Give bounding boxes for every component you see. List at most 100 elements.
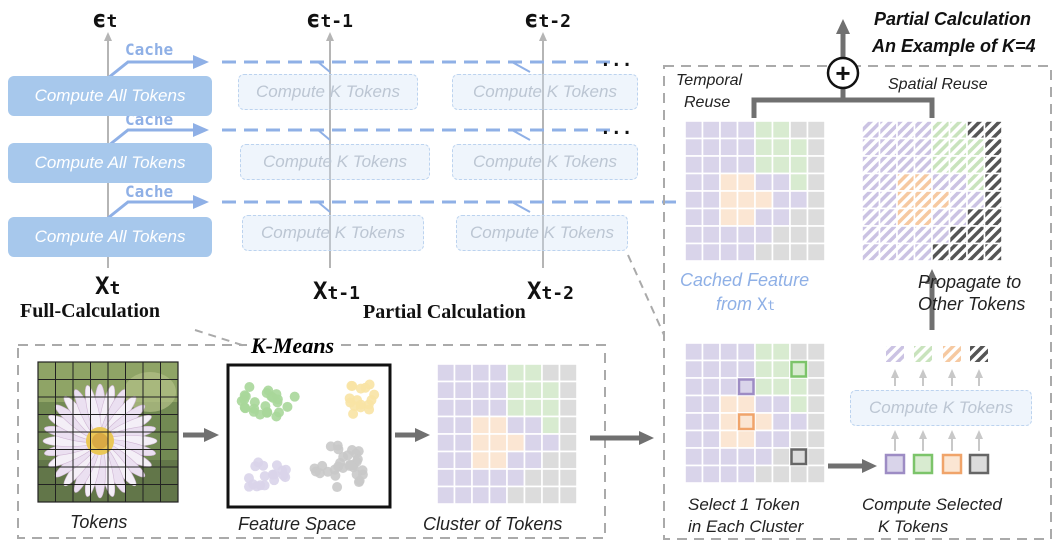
grid-cell <box>736 342 756 362</box>
cached-from: from <box>716 294 752 314</box>
grid-cell <box>541 485 561 505</box>
grid-cell <box>806 412 826 432</box>
grid-cell <box>719 429 739 449</box>
grid-cell <box>806 242 826 262</box>
cached-feature-grid <box>684 120 826 262</box>
grid-cell <box>736 120 756 140</box>
grid-cell <box>701 342 721 362</box>
grid-cell <box>558 485 578 505</box>
grid-cell <box>771 464 791 484</box>
grid-cell <box>719 464 739 484</box>
grid-cell <box>754 394 774 414</box>
eps-t-label: ϵt <box>92 5 117 33</box>
grid-cell <box>789 225 809 245</box>
grid-cell <box>523 363 543 383</box>
feature-point <box>352 454 363 465</box>
feature-point <box>240 403 251 414</box>
grid-cell <box>983 207 1003 227</box>
grid-cell <box>736 429 756 449</box>
grid-cell <box>719 120 739 140</box>
select-token-grid <box>684 342 826 484</box>
panel-title-line2: An Example of K=4 <box>872 36 1036 56</box>
grid-cell <box>789 120 809 140</box>
grid-cell <box>771 447 791 467</box>
compute-k-box-panel: Compute K Tokens <box>850 390 1032 426</box>
grid-cell <box>436 398 456 418</box>
grid-cell <box>983 242 1003 262</box>
cached-feature-line1: Cached Feature <box>680 270 810 290</box>
grid-cell <box>684 172 704 192</box>
x-t1-label: Xt-1 <box>313 277 360 305</box>
grid-cell <box>736 172 756 192</box>
feature-point <box>289 391 300 402</box>
grid-cell <box>754 207 774 227</box>
grid-cell <box>861 120 881 140</box>
hatched-token <box>914 346 932 362</box>
feature-scatter <box>236 379 380 493</box>
grid-cell <box>701 155 721 175</box>
grid-cell <box>771 377 791 397</box>
eps-t2-label: ϵt-2 <box>524 5 571 33</box>
grid-cell <box>684 137 704 157</box>
grid-cell <box>701 359 721 379</box>
grid-cell <box>719 155 739 175</box>
x-sub: t-1 <box>327 283 360 304</box>
grid-cell <box>684 190 704 210</box>
selected-token-marker <box>737 378 755 396</box>
grid-cell <box>948 172 968 192</box>
cached-x: X <box>757 295 768 315</box>
feature-point <box>282 401 293 412</box>
compute-k-box-t1-1: Compute K Tokens <box>238 74 418 110</box>
grid-cell <box>436 450 456 470</box>
feature-point <box>258 460 269 471</box>
grid-cell <box>736 225 756 245</box>
grid-cell <box>471 450 491 470</box>
grid-cell <box>506 415 526 435</box>
feature-point <box>271 411 282 422</box>
reuse-bracket <box>751 19 935 118</box>
grid-cell <box>806 207 826 227</box>
grid-cell <box>896 207 916 227</box>
grid-cell <box>806 447 826 467</box>
grid-cell <box>913 207 933 227</box>
grid-cell <box>983 120 1003 140</box>
cached-sub: t <box>767 299 776 314</box>
grid-cell <box>966 155 986 175</box>
grid-cell <box>789 155 809 175</box>
grid-cell <box>771 429 791 449</box>
grid-cell <box>453 468 473 488</box>
grid-cell <box>754 137 774 157</box>
grid-cell <box>684 412 704 432</box>
grid-cell <box>896 172 916 192</box>
grid-cell <box>983 172 1003 192</box>
grid-cell <box>948 207 968 227</box>
grid-cell <box>789 429 809 449</box>
selected-token-square <box>884 453 906 475</box>
grid-cell <box>754 155 774 175</box>
grid-cell <box>523 380 543 400</box>
grid-cell <box>719 242 739 262</box>
grid-cell <box>488 468 508 488</box>
grid-cell <box>913 120 933 140</box>
temporal-reuse-line1: Temporal <box>676 72 743 89</box>
grid-cell <box>541 398 561 418</box>
grid-cell <box>948 190 968 210</box>
cluster-of-tokens-grid <box>436 363 578 505</box>
zoom-line-right <box>627 254 665 336</box>
grid-cell <box>453 450 473 470</box>
cluster-of-tokens-label: Cluster of Tokens <box>423 514 563 534</box>
grid-cell <box>471 468 491 488</box>
eps-symbol: ϵ <box>524 5 539 33</box>
grid-cell <box>736 447 756 467</box>
grid-cell <box>896 155 916 175</box>
grid-cell <box>806 464 826 484</box>
grid-cell <box>913 172 933 192</box>
grid-cell <box>488 363 508 383</box>
grid-cell <box>453 433 473 453</box>
grid-cell <box>806 377 826 397</box>
feature-point <box>259 480 270 491</box>
feature-point <box>332 482 343 493</box>
grid-cell <box>558 468 578 488</box>
grid-cell <box>789 137 809 157</box>
grid-cell <box>701 120 721 140</box>
